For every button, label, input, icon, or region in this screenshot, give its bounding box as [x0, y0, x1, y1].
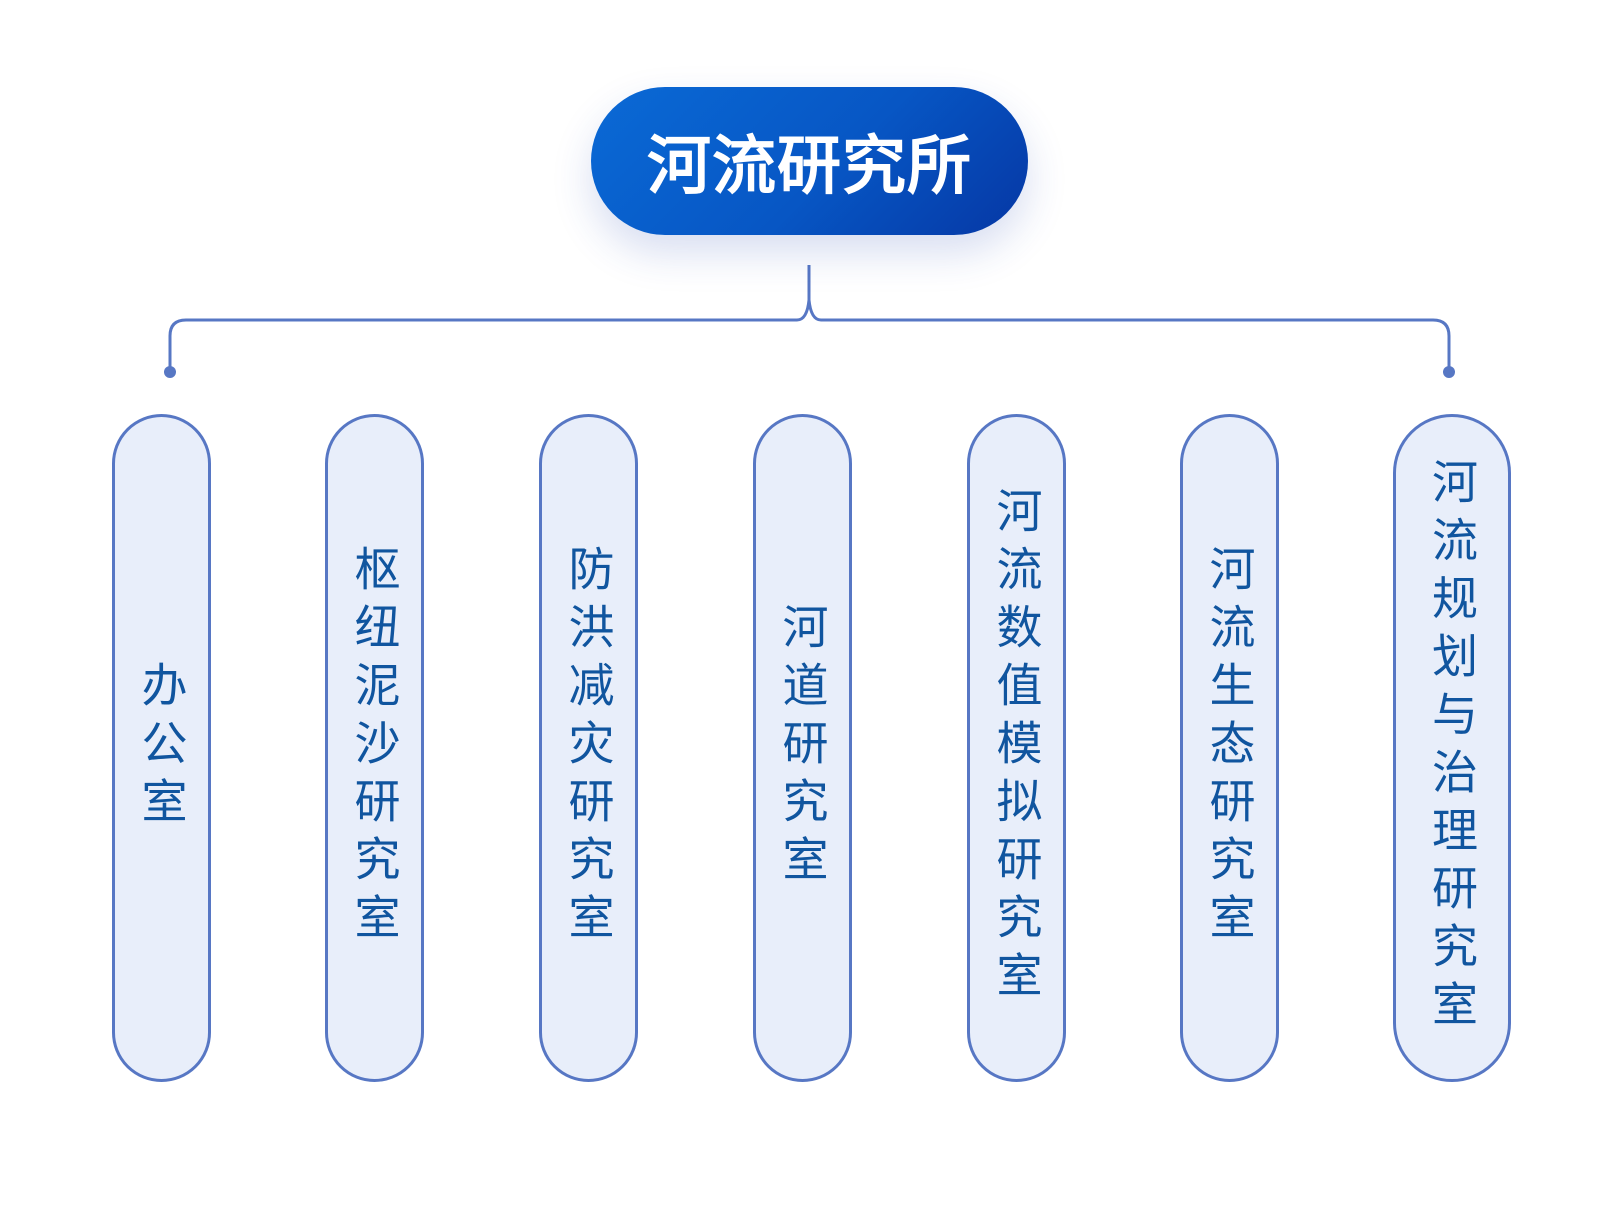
- department-node-office: 办公室: [112, 414, 211, 1082]
- department-label: 办公室: [134, 661, 189, 835]
- department-label: 河道研究室: [775, 603, 830, 893]
- department-label: 河流数值模拟研究室: [989, 487, 1044, 1009]
- right-connector-dot: [1443, 366, 1455, 378]
- left-connector-dot: [164, 366, 176, 378]
- department-node-channel: 河道研究室: [753, 414, 852, 1082]
- department-node-planning: 河流规划与治理研究室: [1393, 414, 1511, 1082]
- bracket-connector: [168, 265, 1451, 371]
- department-node-sediment: 枢纽泥沙研究室: [325, 414, 424, 1082]
- department-label: 河流生态研究室: [1202, 545, 1257, 951]
- department-node-ecology: 河流生态研究室: [1180, 414, 1279, 1082]
- department-node-flood: 防洪减灾研究室: [539, 414, 638, 1082]
- root-label: 河流研究所: [647, 130, 972, 204]
- root-node: 河流研究所: [591, 87, 1028, 235]
- department-label: 枢纽泥沙研究室: [347, 545, 402, 951]
- department-label: 河流规划与治理研究室: [1425, 458, 1479, 1038]
- department-label: 防洪减灾研究室: [561, 545, 616, 951]
- department-node-numerical: 河流数值模拟研究室: [967, 414, 1066, 1082]
